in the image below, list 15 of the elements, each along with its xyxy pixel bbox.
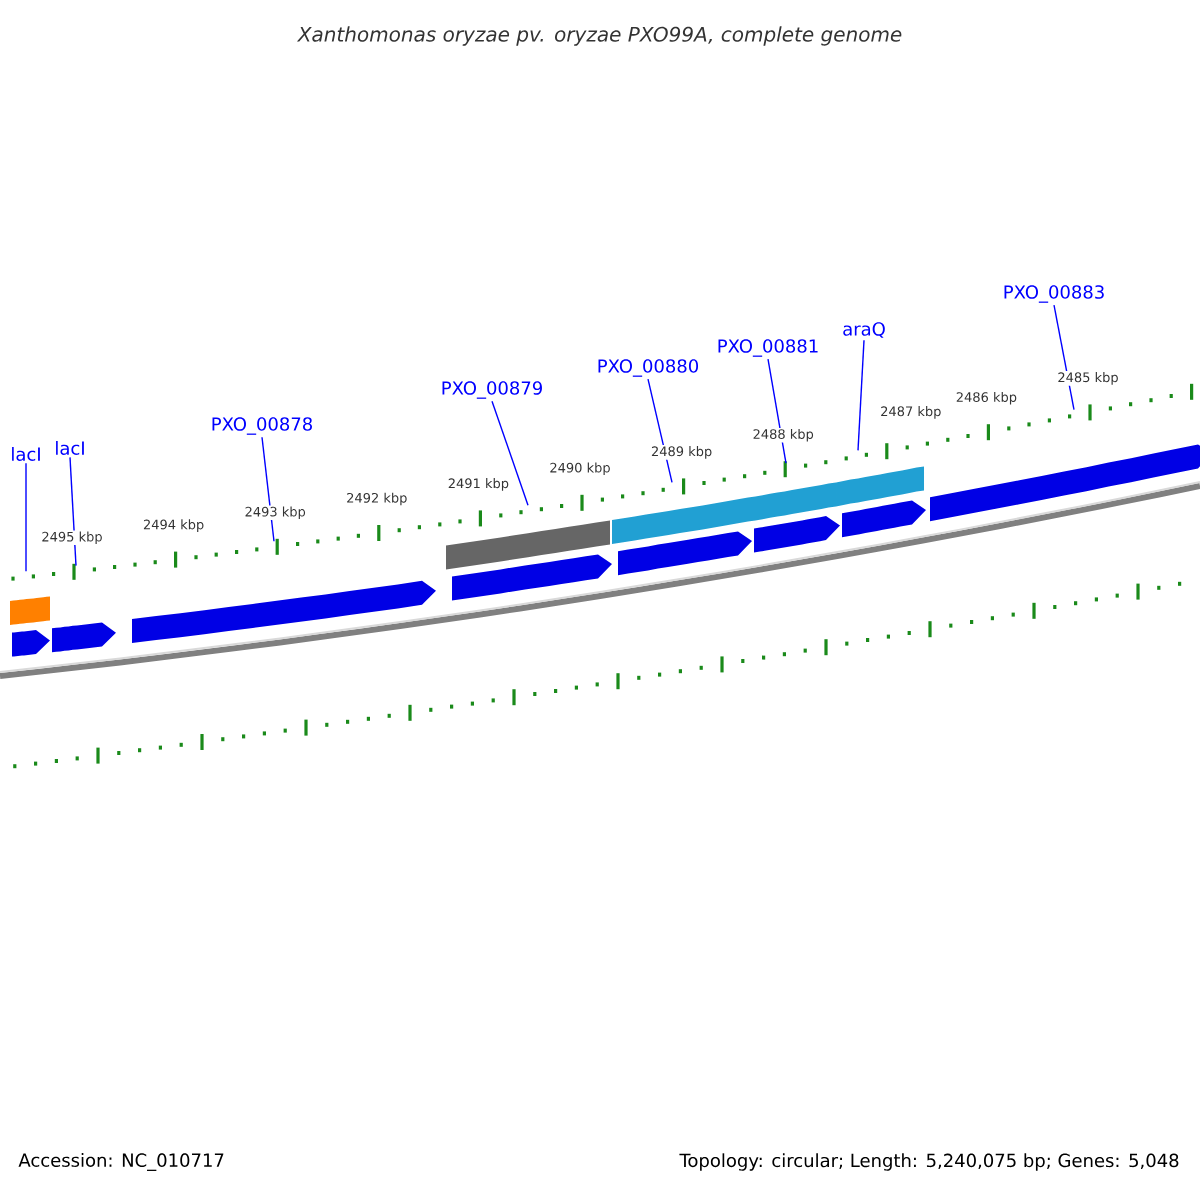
- accession-text: Accession: NC_010717: [18, 1153, 224, 1171]
- gene-label: araQ: [843, 322, 885, 338]
- gene-label: lacI: [56, 441, 84, 455]
- gene-label: PXO_00878: [212, 417, 312, 435]
- gene-label: PXO_00879: [442, 381, 542, 399]
- leader-line: [857, 339, 865, 452]
- title: Xanthomonas oryzae pv. oryzae PXO99A, complete genome: [296, 26, 902, 46]
- gene-label: PXO_00880: [598, 359, 699, 377]
- gene-label: PXO_00883: [1004, 285, 1104, 303]
- gene-label: lacI: [12, 447, 40, 461]
- topology-text: Topology: circular; Length: 5,240,075 bp; Genes: 5,048: [679, 1153, 1179, 1171]
- leader-line: [25, 462, 27, 572]
- leader-line: [767, 358, 787, 464]
- leader-line: [491, 400, 529, 506]
- gene-label: PXO_00881: [718, 339, 818, 357]
